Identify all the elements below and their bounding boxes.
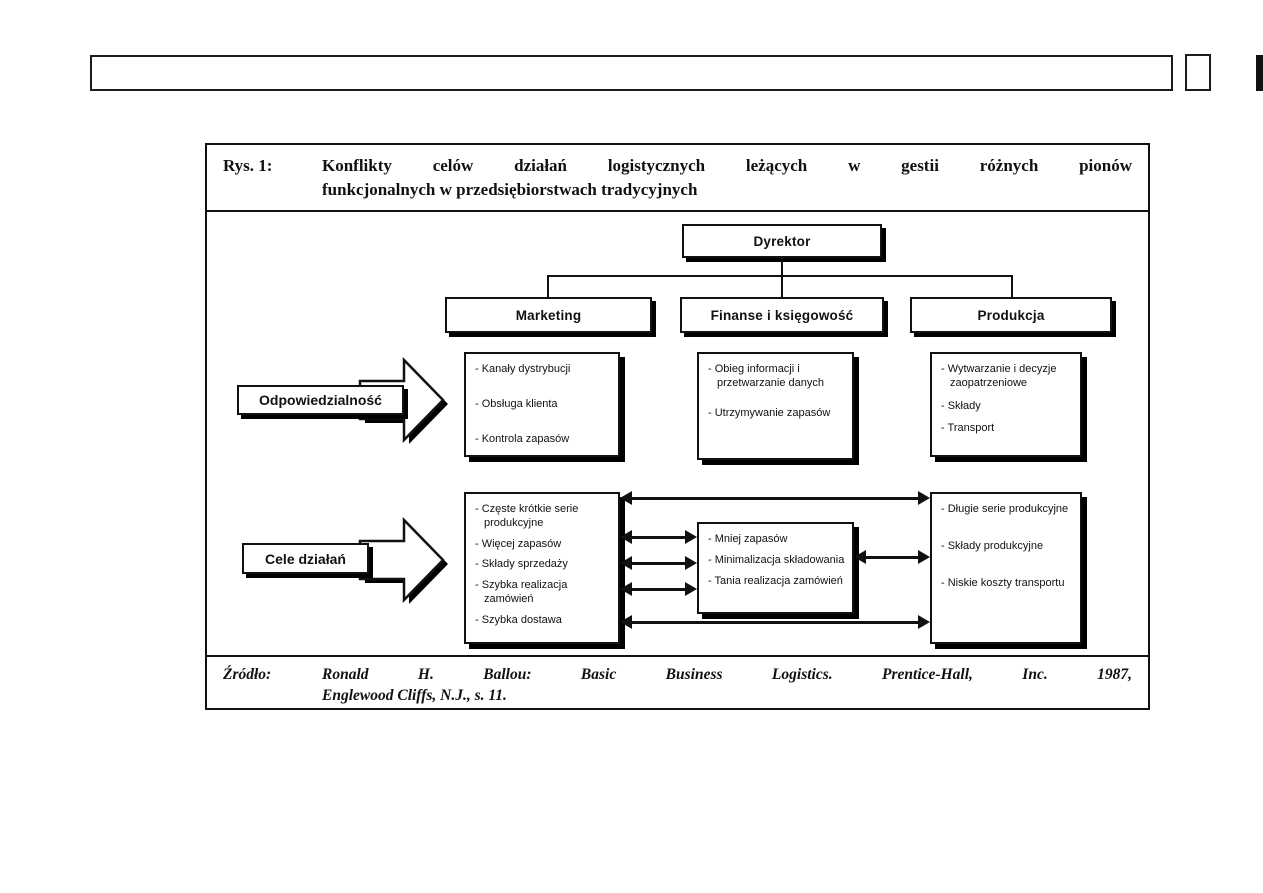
org-box-production-label: Produkcja [977, 307, 1045, 323]
marketing-responsibilities-box: - Kanały dystrybucji - Obsługa klienta -… [464, 352, 620, 457]
conflict-arrow-mid-right [854, 550, 930, 564]
caption-line-1: Konflikty celów działań logistycznych le… [322, 156, 1132, 175]
list-item: - Obsługa klienta [475, 397, 558, 410]
list-item: - Składy sprzedaży [475, 558, 568, 571]
list-item: - Składy produkcyjne [941, 539, 1044, 552]
figure-caption: Rys. 1: Konflikty celów działań logistyc… [207, 145, 1148, 212]
conflict-arrow-left-mid-2 [620, 556, 697, 570]
org-connector-line [547, 277, 549, 297]
responsibilities-row-label: Odpowiedzialność [237, 385, 404, 415]
list-item: - Obieg informacji i przetwarzanie danyc… [708, 363, 825, 389]
header-button[interactable] [1185, 54, 1211, 91]
conflict-arrow-left-mid-1 [620, 530, 697, 544]
figure-source-label: Źródło: [223, 666, 272, 683]
list-item: - Szybka dostawa [475, 613, 562, 626]
figure-source-text: Ronald H. Ballou: Basic Business Logisti… [322, 665, 1132, 708]
org-box-finance-label: Finanse i księgowość [710, 307, 854, 323]
org-box-marketing: Marketing [445, 297, 652, 333]
figure-frame: Rys. 1: Konflikty celów działań logistyc… [205, 143, 1150, 710]
source-line-2: Englewood Cliffs, N.J., s. 11. [322, 686, 507, 704]
list-item: - Utrzymywanie zapasów [708, 406, 831, 419]
org-box-production: Produkcja [910, 297, 1112, 333]
production-responsibilities-box: - Wytwarzanie i decyzje zaopatrzeniowe -… [930, 352, 1082, 457]
goals-row-label-text: Cele działań [265, 550, 346, 567]
list-item: - Więcej zapasów [475, 537, 562, 550]
org-connector-line [1011, 277, 1013, 297]
list-item: - Minimalizacja składowania [708, 553, 845, 566]
responsibilities-row-label-text: Odpowiedzialność [259, 392, 382, 408]
caption-line-2: funkcjonalnych w przedsiębiorstwach trad… [322, 179, 698, 199]
list-item: - Częste krótkie serie produkcyjne [475, 503, 579, 529]
conflict-arrow-left-mid-3 [620, 582, 697, 596]
goals-arrow-icon [358, 516, 448, 604]
diagram-area: Dyrektor Marketing Finanse i księgowość … [207, 212, 1148, 655]
list-item: - Mniej zapasów [708, 533, 788, 545]
source-line-1: Ronald H. Ballou: Basic Business Logisti… [322, 666, 1132, 683]
org-box-director: Dyrektor [682, 224, 882, 258]
figure-source: Źródło: Ronald H. Ballou: Basic Business… [207, 655, 1148, 708]
list-item: - Szybka realizacja zamówień [475, 579, 568, 605]
scan-edge-artifact [1256, 55, 1263, 91]
list-item: - Składy [941, 399, 981, 412]
marketing-goals-box: - Częste krótkie serie produkcyjne - Wię… [464, 492, 620, 644]
org-box-finance: Finanse i księgowość [680, 297, 884, 333]
list-item: - Tania realizacja zamówień [708, 574, 843, 587]
list-item: - Transport [941, 422, 995, 435]
org-connector-line [781, 258, 783, 277]
list-item: - Wytwarzanie i decyzje zaopatrzeniowe [941, 363, 1057, 389]
org-connector-line [781, 277, 783, 297]
org-connector-line [547, 275, 1013, 277]
finance-responsibilities-box: - Obieg informacji i przetwarzanie danyc… [697, 352, 854, 460]
figure-caption-text: Konflikty celów działań logistycznych le… [322, 154, 1132, 210]
list-item: - Kanały dystrybucji [475, 363, 571, 375]
header-input-bar[interactable] [90, 55, 1173, 91]
list-item: - Długie serie produkcyjne [941, 503, 1069, 515]
arrow-body [358, 516, 445, 604]
figure-caption-label: Rys. 1: [223, 156, 273, 175]
org-box-marketing-label: Marketing [515, 307, 582, 323]
org-box-director-label: Dyrektor [753, 233, 811, 249]
production-goals-box: - Długie serie produkcyjne - Składy prod… [930, 492, 1082, 644]
list-item: - Niskie koszty transportu [941, 576, 1065, 589]
list-item: - Kontrola zapasów [475, 432, 570, 445]
goals-row-label: Cele działań [242, 543, 369, 574]
conflict-arrow-top [620, 491, 930, 505]
finance-goals-box: - Mniej zapasów - Minimalizacja składowa… [697, 522, 854, 614]
conflict-arrow-bottom [620, 615, 930, 629]
